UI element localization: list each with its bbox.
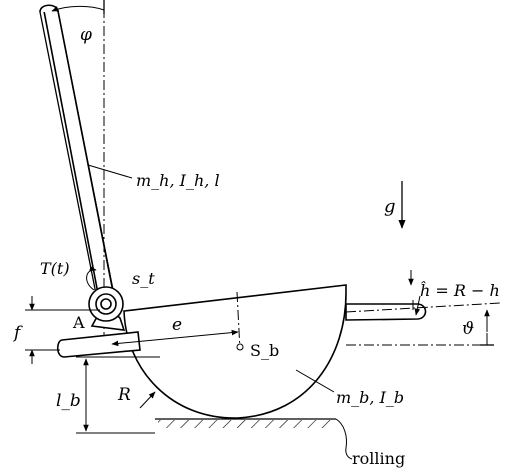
body-params-label: m_b, I_b <box>336 388 404 407</box>
e-label: e <box>172 315 182 335</box>
e-dimension <box>111 329 239 347</box>
torque-arc <box>86 266 97 291</box>
body-params-leader <box>295 369 335 393</box>
h-relation-label: ĥ = R − h <box>420 280 500 300</box>
ground <box>155 418 353 460</box>
theta-label: ϑ <box>462 319 474 339</box>
handle-params-leader <box>87 164 133 179</box>
spring-label: s_t <box>132 269 155 288</box>
phi-arc <box>51 5 105 12</box>
R-label: R <box>117 385 131 405</box>
lower-bar <box>56 331 141 358</box>
theta-incline <box>345 302 501 313</box>
torque-label: T(t) <box>40 259 70 278</box>
phi-label: φ <box>80 25 92 45</box>
gravity-label: g <box>384 196 396 217</box>
hhat-arrow-bottom <box>414 295 421 316</box>
center-vertical-dash <box>236 291 241 351</box>
lb-label: l_b <box>56 391 81 411</box>
rolling-label: rolling <box>352 449 405 468</box>
radius-arrow <box>139 391 156 409</box>
f-label: f <box>12 323 23 343</box>
center-of-mass-point <box>236 343 244 351</box>
pivot-A-label: A <box>72 313 85 332</box>
pivot-joint <box>88 286 126 331</box>
Sb-label: S_b <box>250 341 279 360</box>
handle-params-label: m_h, I_h, l <box>136 171 220 190</box>
rocking-body <box>123 284 347 419</box>
right-bar <box>345 303 427 321</box>
rolling-leader <box>335 418 353 460</box>
